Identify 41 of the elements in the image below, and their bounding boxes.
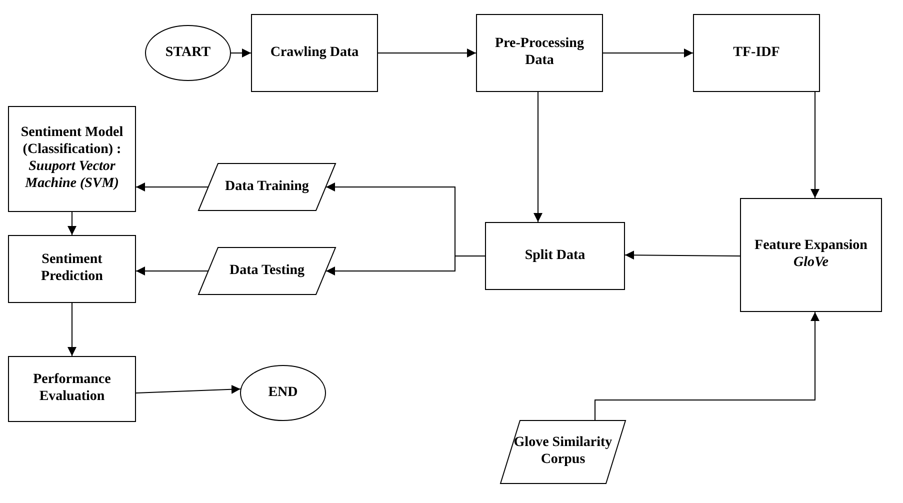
arrow [136, 182, 208, 192]
process-box [251, 14, 378, 92]
process-box [8, 235, 136, 303]
node-label: Crawling Data [269, 44, 360, 62]
process-box [485, 222, 625, 290]
arrow [68, 212, 76, 236]
arrow [136, 384, 241, 394]
end-terminal [240, 365, 326, 421]
process-box [740, 198, 882, 312]
node-label: GloVe [792, 255, 830, 272]
arrow [136, 266, 208, 276]
arrow [534, 92, 542, 222]
node-label: Data Training [224, 178, 310, 196]
arrow [602, 48, 694, 58]
node-label: Glove Similarity Corpus [512, 435, 614, 469]
data-parallelogram [198, 163, 336, 211]
arrow [810, 92, 820, 198]
process-box [8, 356, 136, 422]
arrow [594, 312, 820, 420]
data-parallelogram [198, 247, 336, 295]
process-box [693, 14, 820, 92]
data-parallelogram [500, 420, 626, 484]
node-label: END [267, 384, 299, 402]
arrow [230, 48, 252, 58]
node-label: Data Testing [228, 262, 306, 280]
node-label: Suuport Vector Machine (SVM) [24, 159, 120, 193]
arrow [378, 48, 476, 58]
process-box [8, 106, 136, 212]
start-terminal [145, 25, 231, 81]
node-label: START [164, 44, 212, 62]
node-label: Sentiment Prediction [40, 252, 104, 286]
arrow [326, 256, 486, 276]
node-label: Split Data [524, 248, 586, 264]
process-box [476, 14, 603, 92]
node-label: Sentiment Model (Classification) : [20, 125, 124, 159]
arrow [68, 302, 76, 356]
arrow [624, 250, 740, 260]
node-label: TF-IDF [732, 44, 781, 62]
node-label: Pre-Processing Data [494, 36, 585, 70]
node-label: Performance Evaluation [32, 372, 112, 406]
node-label: Feature Expansion [754, 238, 868, 255]
